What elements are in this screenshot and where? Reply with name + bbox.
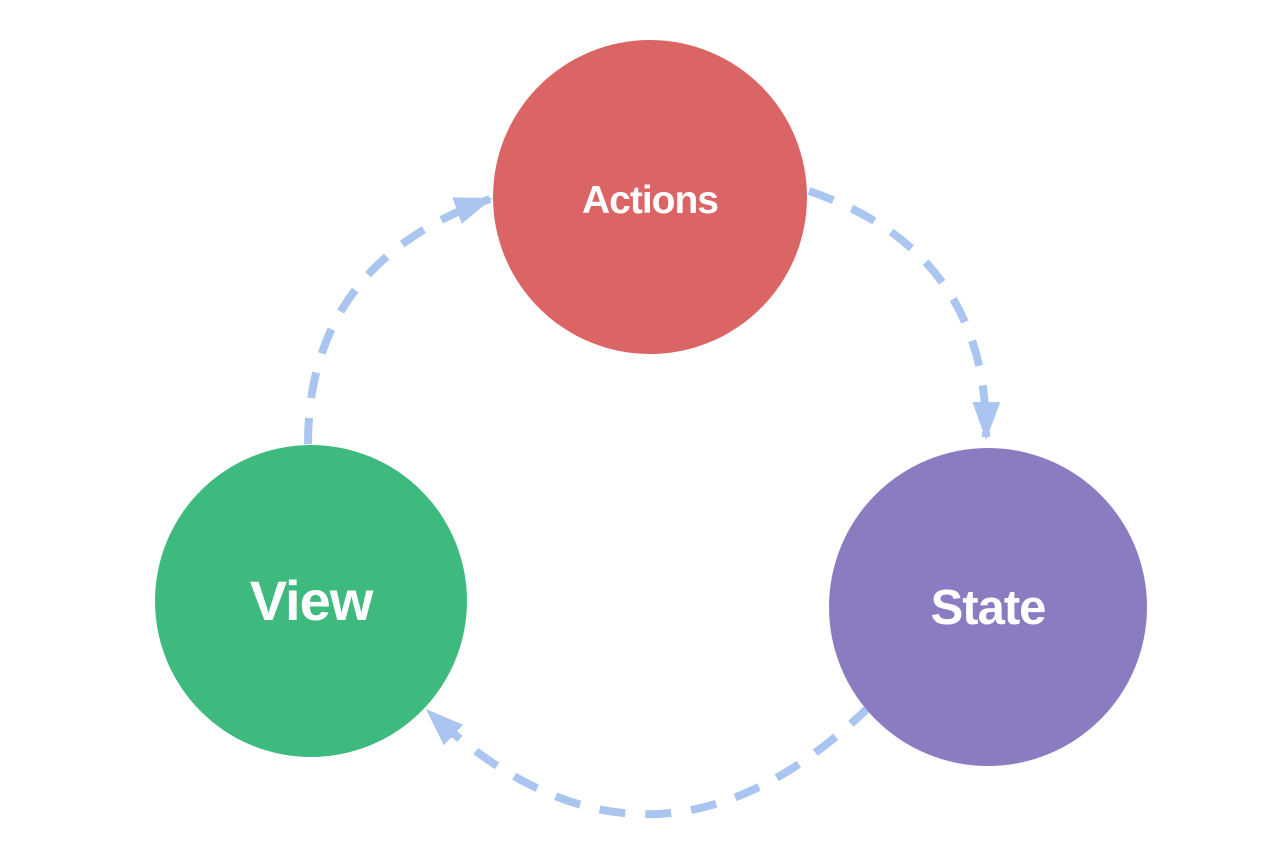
view-node <box>155 445 467 757</box>
arrow-state-to-view <box>425 703 873 819</box>
state-node <box>829 448 1147 766</box>
arrow-actions-to-state <box>807 187 1001 440</box>
arrow-view-to-actions <box>304 195 493 445</box>
actions-node <box>493 40 807 354</box>
state-node-label: State <box>931 581 1046 635</box>
actions-node-label: Actions <box>582 179 718 222</box>
view-node-label: View <box>250 569 374 632</box>
